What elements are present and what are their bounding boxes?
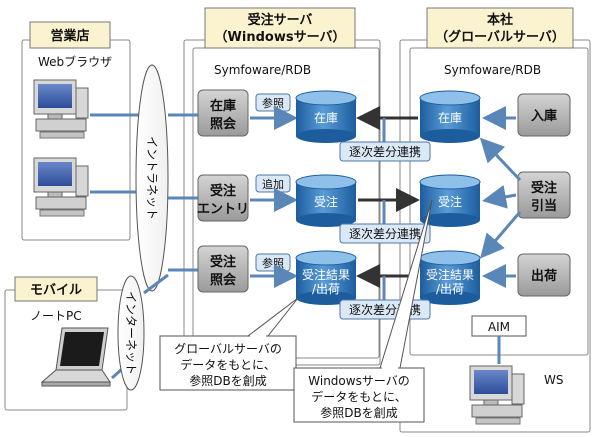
db-cylinder-juchu: 受注: [295, 174, 357, 227]
desktop-pc-icon: [33, 157, 89, 217]
app-juchu-hikiate: 受注 引当: [517, 171, 571, 219]
svg-text:イントラネット: イントラネット: [145, 136, 159, 220]
svg-text:追加: 追加: [262, 177, 284, 191]
hq-subtitle: （グローバルサーバ）: [435, 29, 565, 45]
notebook-pc-icon: [40, 327, 111, 387]
svg-text:グローバルサーバの: グローバルサーバの: [174, 342, 282, 356]
intranet-cloud: [135, 64, 169, 292]
internet-label: インターネット: [124, 291, 138, 375]
svg-text:受注: 受注: [210, 254, 236, 270]
aim-box: AIM: [471, 315, 527, 337]
svg-text:参照DBを創成: 参照DBを創成: [189, 373, 266, 388]
svg-text:/出荷: /出荷: [312, 282, 340, 296]
svg-text:入庫: 入庫: [531, 108, 557, 124]
browser-label: Webブラウザ: [38, 54, 112, 69]
op-tag-tsuika: 追加: [255, 174, 291, 193]
hq-title: 本社: [487, 12, 513, 28]
app-juchu-entry: 受注 エントリ: [197, 174, 249, 222]
svg-text:参照: 参照: [262, 256, 284, 270]
app-zaiko-shokai: 在庫 照会: [197, 89, 249, 137]
app-db-arrow: [480, 211, 522, 259]
svg-text:引当: 引当: [531, 198, 557, 214]
svg-text:受注: 受注: [531, 180, 557, 196]
app-nyuko: 入庫: [517, 93, 571, 137]
db-cylinder-zaiko-hq: 在庫: [419, 90, 481, 143]
svg-text:逐次差分連携: 逐次差分連携: [349, 144, 421, 159]
hq-db-label: Symfoware/RDB: [444, 63, 541, 77]
order-server-title-box: [204, 7, 356, 49]
sales-office-title-box: [29, 21, 111, 49]
svg-text:在庫: 在庫: [314, 111, 338, 125]
svg-text:在庫: 在庫: [438, 111, 462, 125]
svg-text:参照: 参照: [262, 96, 284, 110]
svg-text:/出荷: /出荷: [436, 282, 464, 296]
intranet-label: イントラネット: [145, 136, 159, 220]
sync-label-box: 逐次差分連携: [339, 141, 431, 162]
svg-text:出荷: 出荷: [531, 268, 557, 284]
svg-text:逐次差分連携: 逐次差分連携: [349, 226, 421, 241]
order-server-subtitle: （Windowsサーバ）: [215, 29, 346, 45]
svg-text:受注: 受注: [438, 194, 462, 209]
svg-text:照会: 照会: [210, 272, 237, 288]
db-cylinder-juchu-kekka: 受注結果 /出荷: [295, 250, 357, 305]
svg-text:受注結果: 受注結果: [302, 267, 350, 282]
desktop-pc-icon: [33, 79, 89, 139]
hq-title-box: [426, 7, 574, 49]
internet-cloud: [117, 275, 145, 391]
sync-label-box: 逐次差分連携: [339, 223, 431, 244]
svg-text:照会: 照会: [210, 116, 237, 132]
mobile-title-box: [14, 276, 98, 302]
op-tag-sansho: 参照: [255, 253, 291, 272]
svg-text:受注: 受注: [210, 183, 236, 199]
connection-line: [143, 273, 169, 295]
svg-text:AIM: AIM: [488, 320, 510, 334]
svg-text:受注結果: 受注結果: [426, 267, 474, 282]
svg-text:インターネット: インターネット: [124, 291, 138, 375]
order-db-label: Symfoware/RDB: [214, 63, 311, 77]
mobile-title: モバイル: [30, 283, 82, 298]
order-server-title: 受注サーバ: [248, 12, 313, 28]
callout-windows: Windowsサーバの データをもとに、 参照DBを創成: [293, 199, 433, 423]
svg-text:データをもとに、: データをもとに、: [311, 389, 406, 404]
db-cylinder-zaiko: 在庫: [295, 90, 357, 143]
notepc-label: ノートPC: [30, 309, 82, 323]
db-cylinder-juchu-hq: 受注: [419, 174, 481, 227]
db-cylinder-juchu-kekka-hq: 受注結果 /出荷: [419, 250, 481, 305]
op-tag-sansho: 参照: [255, 93, 291, 112]
app-db-arrow: [479, 137, 522, 182]
ws-pc-icon: [469, 365, 525, 425]
svg-text:Windowsサーバの: Windowsサーバの: [308, 374, 409, 388]
svg-text:受注: 受注: [314, 194, 338, 209]
svg-text:在庫: 在庫: [210, 98, 236, 114]
svg-text:エントリ: エントリ: [197, 202, 249, 217]
svg-text:データをもとに、: データをもとに、: [180, 357, 275, 372]
app-shukka: 出荷: [517, 253, 571, 297]
ws-label: WS: [544, 373, 563, 387]
app-juchu-shokai: 受注 照会: [197, 245, 249, 293]
callout-global: グローバルサーバの データをもとに、 参照DBを創成: [159, 297, 299, 391]
sync-label-box: 逐次差分連携: [339, 299, 431, 320]
svg-text:参照DBを創成: 参照DBを創成: [320, 405, 397, 420]
app-db-arrow: [482, 185, 517, 209]
sales-office-title: 営業店: [50, 28, 89, 44]
